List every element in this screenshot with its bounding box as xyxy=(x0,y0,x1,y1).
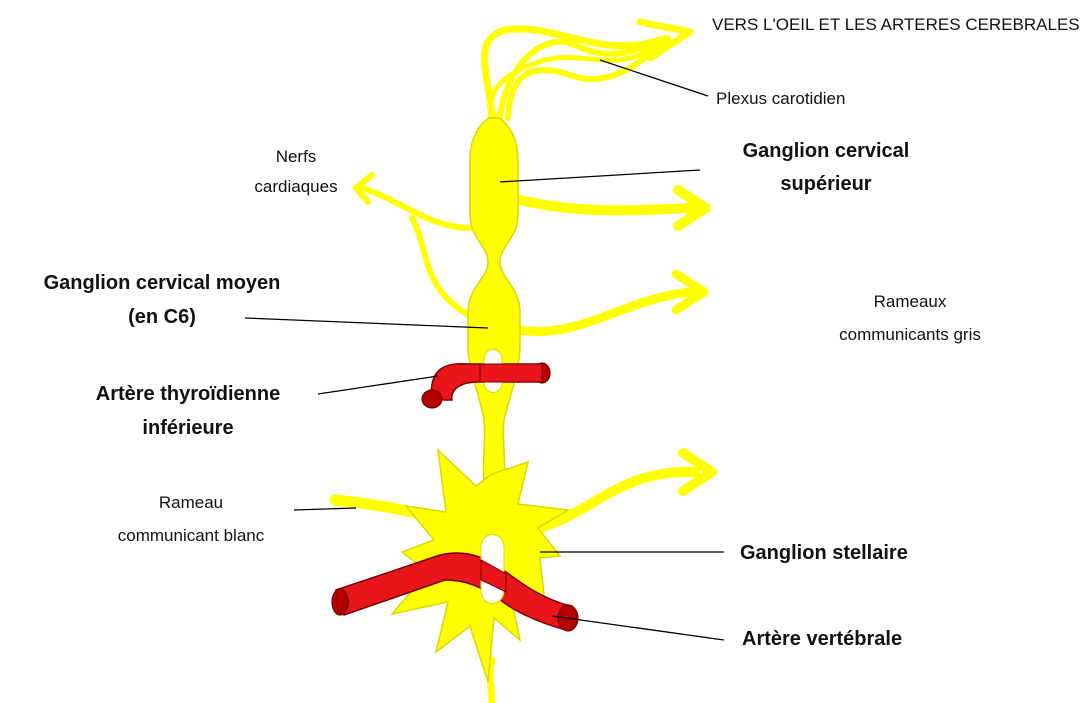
label-superior-ganglion-1: Ganglion cervical xyxy=(743,140,910,162)
label-white-ramus-1: Rameau xyxy=(159,493,223,512)
label-vertebral-artery: Artère vertébrale xyxy=(742,628,902,650)
gray-ramus-middle xyxy=(518,292,690,332)
label-middle-ganglion-1: Ganglion cervical moyen xyxy=(44,272,281,294)
thyroid-artery-through-ring xyxy=(480,364,542,382)
gray-ramus-lower xyxy=(540,472,695,528)
vertebral-artery-end-left xyxy=(332,589,348,615)
label-gray-rami-1: Rameaux xyxy=(874,292,947,311)
cervical-chain-body xyxy=(468,118,520,480)
label-middle-ganglion-2: (en C6) xyxy=(128,306,196,328)
label-cardiac-1: Nerfs xyxy=(276,147,317,166)
lower-chain-fibre xyxy=(490,660,492,703)
label-gray-rami-2: communicants gris xyxy=(839,325,981,344)
label-cardiac-2: cardiaques xyxy=(254,177,337,196)
cardiac-nerve-fibre-2 xyxy=(412,218,474,318)
label-plexus: Plexus carotidien xyxy=(716,89,845,108)
label-thyroid-artery-1: Artère thyroïdienne xyxy=(96,383,280,405)
leader-middle-ganglion xyxy=(245,318,488,328)
leader-thyroid-artery xyxy=(318,376,438,394)
label-thyroid-artery-2: inférieure xyxy=(142,417,233,439)
leader-vertebral xyxy=(552,616,724,640)
label-to-eye: VERS L'OEIL ET LES ARTERES CEREBRALES xyxy=(712,15,1080,34)
gray-ramus-upper xyxy=(520,200,690,210)
label-white-ramus-2: communicant blanc xyxy=(118,526,265,545)
thyroid-artery-end-left xyxy=(422,390,442,408)
leader-plexus xyxy=(600,60,708,96)
label-superior-ganglion-2: supérieur xyxy=(780,173,871,195)
leader-superior-ganglion xyxy=(500,170,700,182)
leader-white-ramus xyxy=(294,508,356,510)
label-stellate-ganglion: Ganglion stellaire xyxy=(740,542,908,564)
